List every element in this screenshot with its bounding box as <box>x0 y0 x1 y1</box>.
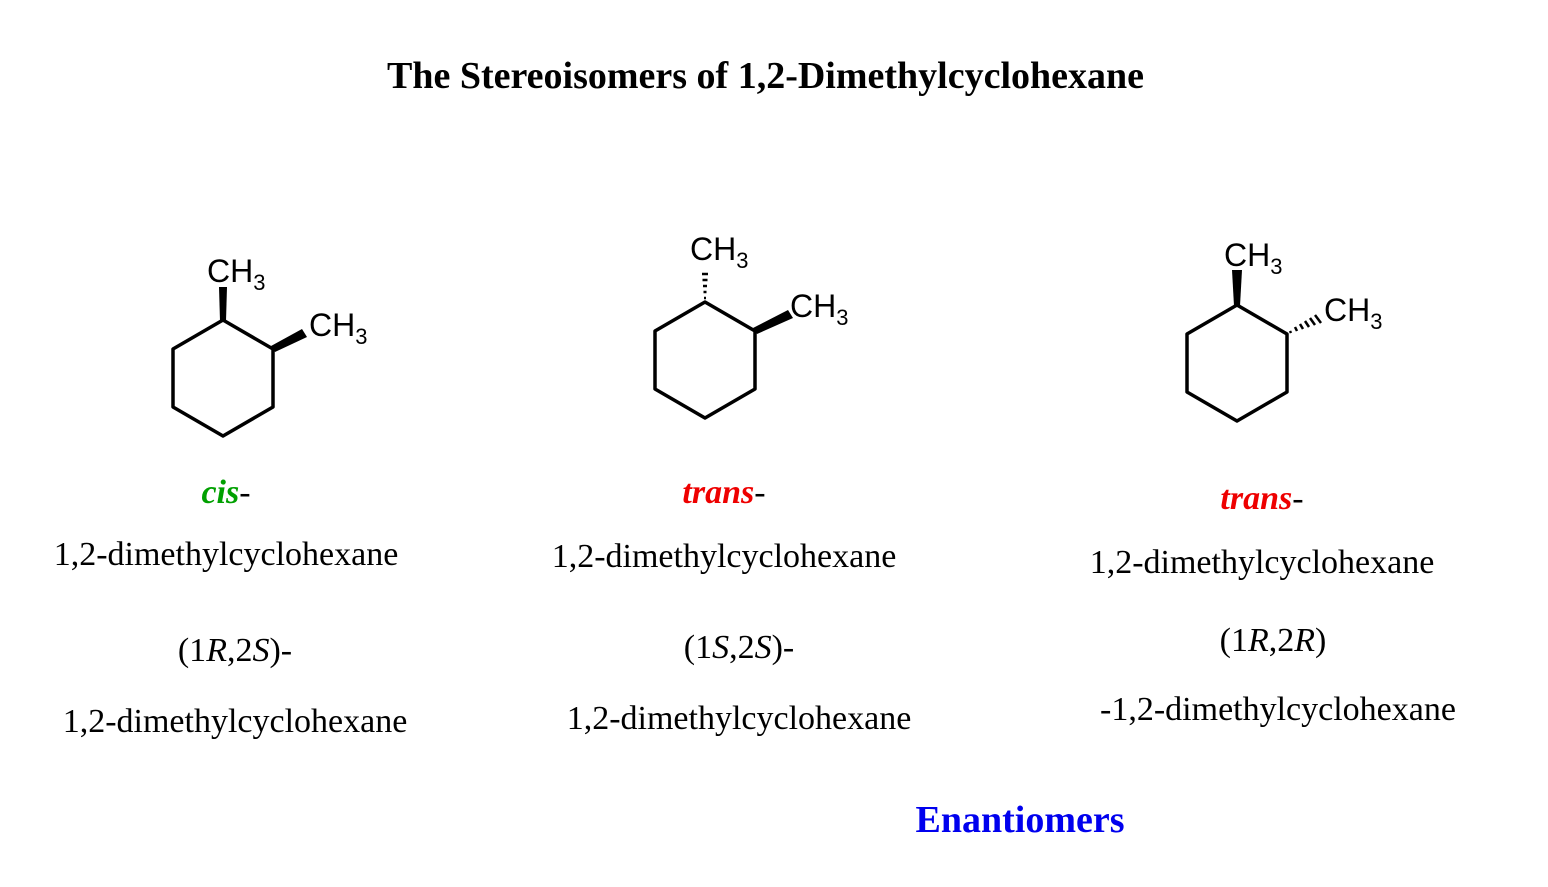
hash-bond-m2-c1 <box>702 272 708 300</box>
wedge-bond-m1-c2 <box>271 329 307 352</box>
configuration-label-m1: (1R,2S)- <box>177 632 293 669</box>
descriptor-label-m3: trans- <box>1220 480 1304 517</box>
page-title: The Stereoisomers of 1,2-Dimethylcyclohe… <box>386 55 1145 97</box>
wedge-bond-m2-c2 <box>753 310 793 334</box>
configuration-label-m3: (1R,2R) <box>1219 622 1327 659</box>
wedge-bond-m3-c1 <box>1232 270 1242 306</box>
cyclohexane-ring-1 <box>171 318 275 438</box>
trans-descriptor: trans <box>1220 480 1293 517</box>
configuration-label-m2: (1S,2S)- <box>683 629 795 666</box>
descriptor-label-m2: trans- <box>682 474 766 511</box>
descriptor-label-m1: cis- <box>201 474 251 511</box>
cis-descriptor: cis <box>201 474 240 511</box>
methyl-label-m2-c2: CH3 <box>790 288 848 330</box>
full-name-m1: 1,2-dimethylcyclohexane <box>62 703 408 740</box>
methyl-label-m3-c1: CH3 <box>1224 237 1282 279</box>
methyl-label-m3-c2: CH3 <box>1324 292 1382 334</box>
full-name-m2: 1,2-dimethylcyclohexane <box>566 700 912 737</box>
compound-name-m2: 1,2-dimethylcyclohexane <box>551 538 897 575</box>
methyl-label-m1-c1: CH3 <box>207 253 265 295</box>
methyl-label-m1-c2: CH3 <box>309 307 367 349</box>
full-name-m3: -1,2-dimethylcyclohexane <box>1100 691 1456 728</box>
wedge-bond-m1-c1 <box>219 287 227 321</box>
cyclohexane-ring-2 <box>653 300 757 420</box>
trans-descriptor: trans <box>682 474 755 511</box>
enantiomers-label: Enantiomers <box>915 799 1125 841</box>
compound-name-m1: 1,2-dimethylcyclohexane <box>53 536 399 573</box>
methyl-label-m2-c1: CH3 <box>690 231 748 273</box>
compound-name-m3: 1,2-dimethylcyclohexane <box>1089 544 1435 581</box>
hash-bond-m3-c2 <box>1288 314 1322 334</box>
cyclohexane-ring-3 <box>1185 303 1289 423</box>
